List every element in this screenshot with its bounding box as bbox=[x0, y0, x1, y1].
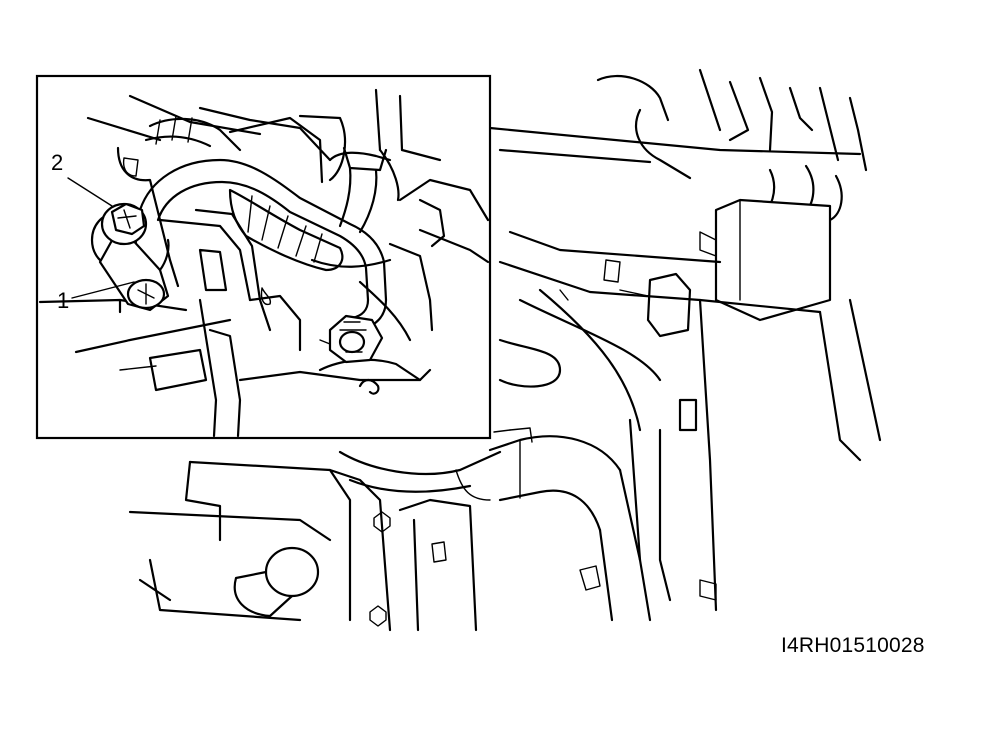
hose-tube bbox=[138, 115, 392, 332]
callout-label-2: 2 bbox=[51, 150, 63, 175]
leader-line-2 bbox=[67, 177, 113, 207]
sensor-assembly bbox=[90, 202, 170, 312]
leader-line-1 bbox=[71, 281, 135, 299]
hose-end-fitting bbox=[319, 314, 384, 364]
callout-label-1: 1 bbox=[57, 288, 69, 313]
figure-code: I4RH01510028 bbox=[781, 634, 925, 657]
background-engine-bay bbox=[128, 68, 882, 632]
detail-inset: 2 1 bbox=[35, 74, 492, 440]
